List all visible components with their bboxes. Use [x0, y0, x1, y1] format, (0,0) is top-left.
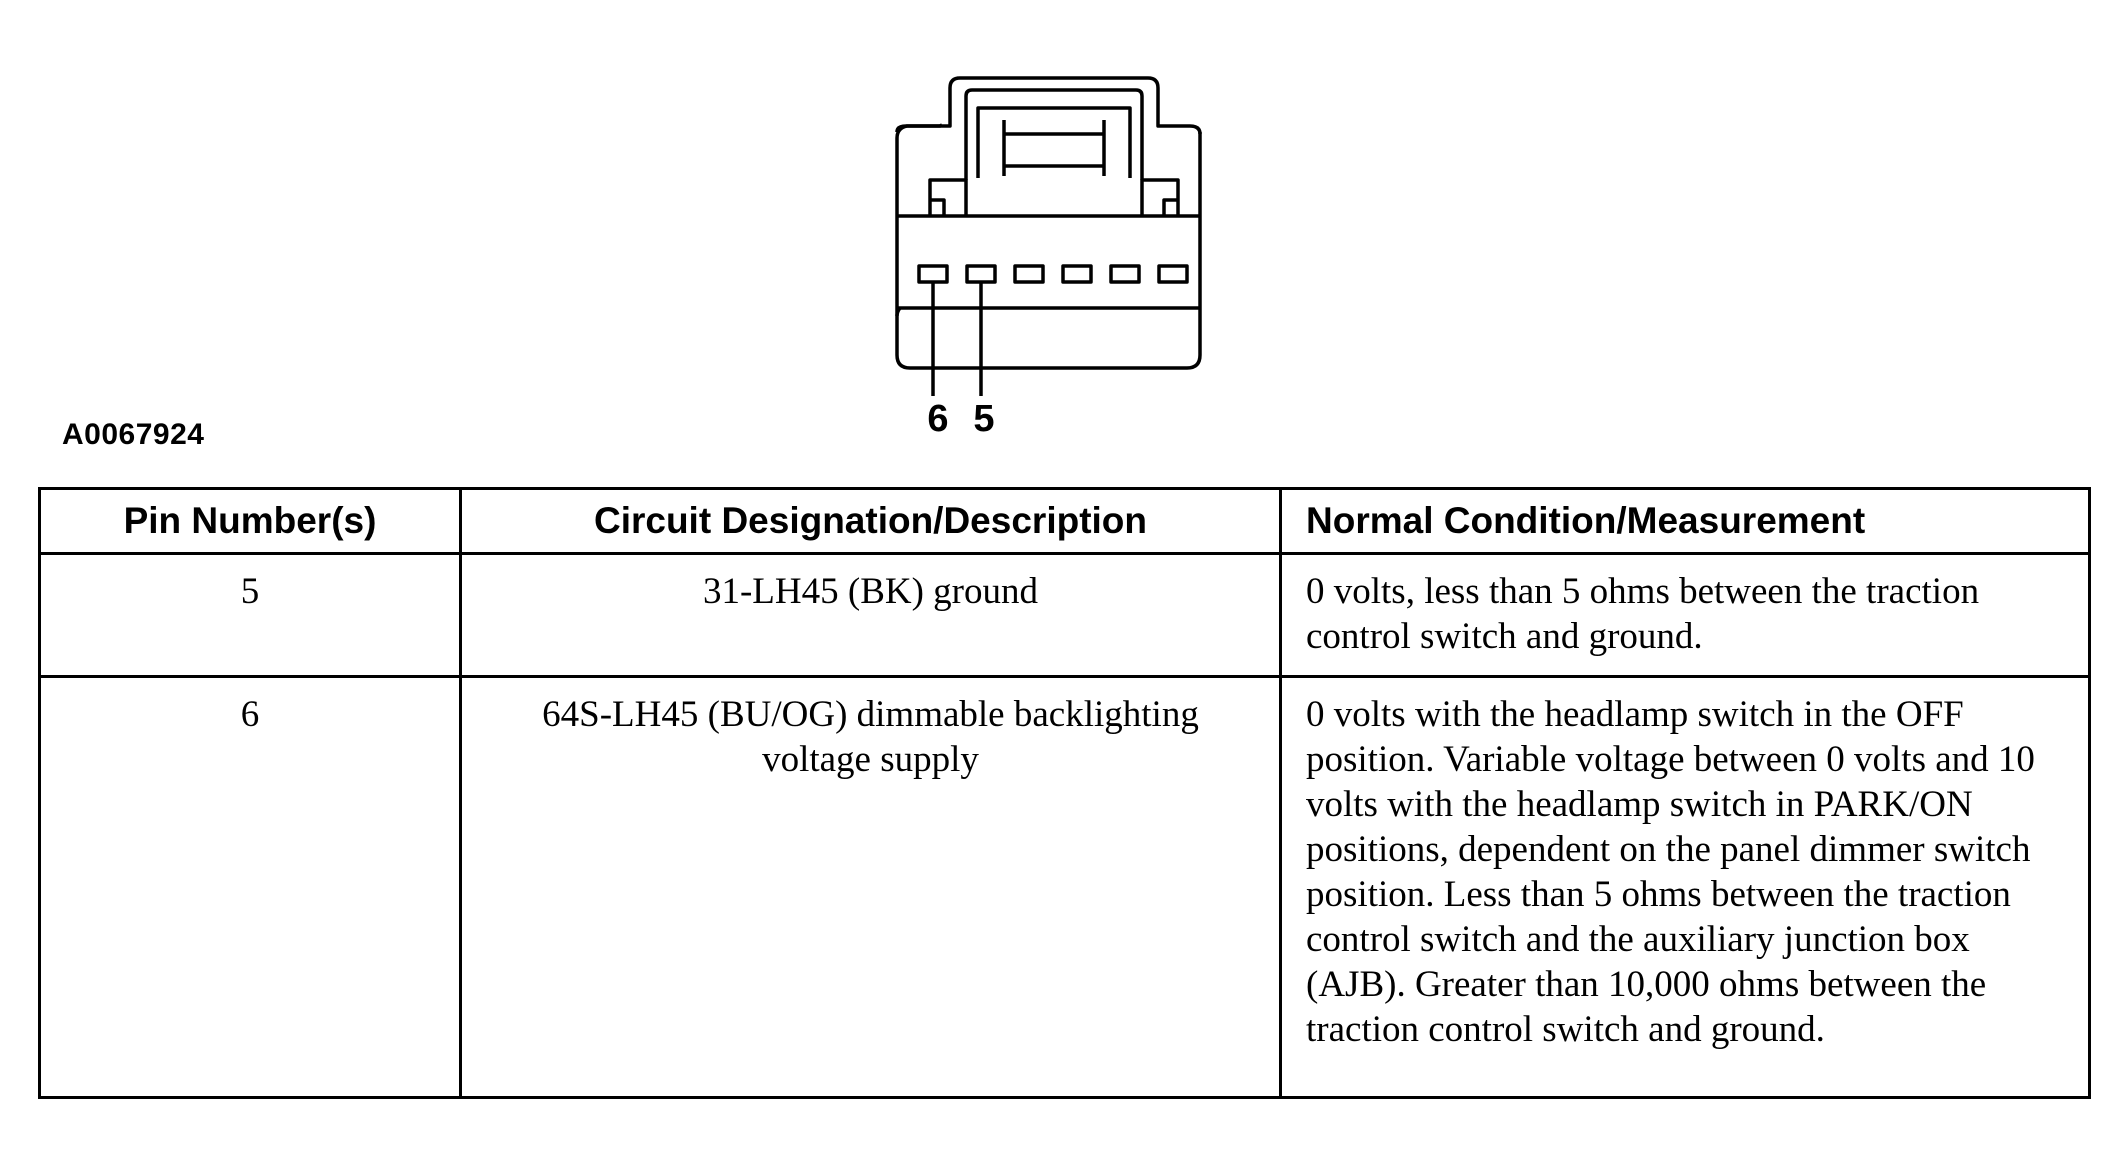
- connector-body-outline: [895, 123, 1202, 370]
- table-row: 6 64S-LH45 (BU/OG) dimmable backlighting…: [38, 675, 2091, 1099]
- cavity-pin-4: [1013, 264, 1045, 284]
- header-pin-number: Pin Number(s): [38, 487, 462, 555]
- cavity-pin-5: [965, 264, 997, 284]
- table-header-row: Pin Number(s) Circuit Designation/Descri…: [38, 487, 2091, 555]
- cell-pin: 5: [38, 552, 462, 678]
- cavity-pin-1: [1157, 264, 1189, 284]
- cell-measurement: 0 volts with the headlamp switch in the …: [1279, 675, 2091, 1099]
- cell-circuit: 64S-LH45 (BU/OG) dimmable backlighting v…: [459, 675, 1282, 1099]
- cell-pin: 6: [38, 675, 462, 1099]
- cavity-pin-6: [917, 264, 949, 284]
- cell-measurement: 0 volts, less than 5 ohms between the tr…: [1279, 552, 2091, 678]
- cavity-pin-2: [1109, 264, 1141, 284]
- header-normal-condition: Normal Condition/Measurement: [1279, 487, 2091, 555]
- table-row: 5 31-LH45 (BK) ground 0 volts, less than…: [38, 552, 2091, 678]
- pin-table: Pin Number(s) Circuit Designation/Descri…: [38, 487, 2091, 1099]
- pin-label-5: 5: [973, 398, 995, 440]
- cell-circuit: 31-LH45 (BK) ground: [459, 552, 1282, 678]
- figure-id: A0067924: [62, 418, 205, 451]
- connector-diagram: [895, 76, 1202, 396]
- cavity-pin-3: [1061, 264, 1093, 284]
- header-circuit-description: Circuit Designation/Description: [459, 487, 1282, 555]
- connector-latch: [964, 88, 1144, 176]
- pin-label-6: 6: [927, 398, 949, 440]
